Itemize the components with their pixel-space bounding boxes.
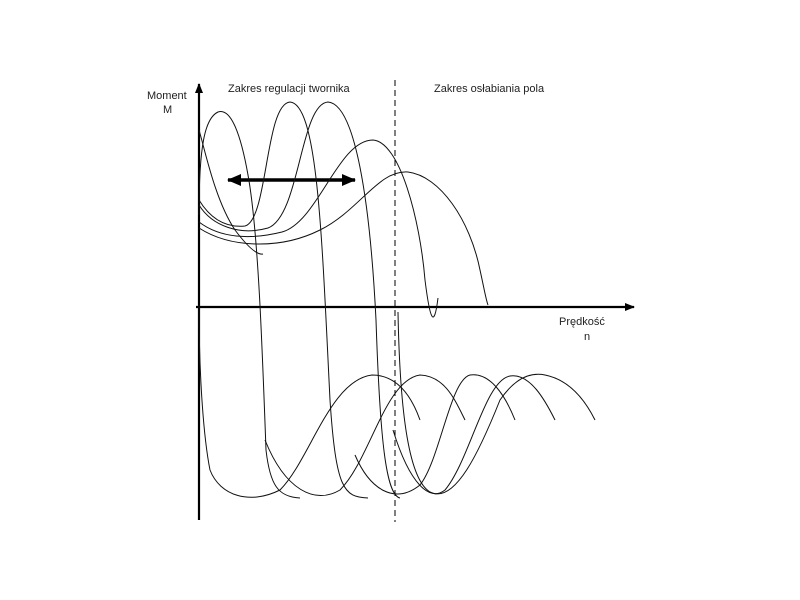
gen-curve-3	[354, 374, 516, 495]
motor-curve-4	[198, 139, 439, 318]
motoring-curves	[198, 101, 489, 499]
motor-curve-3	[198, 101, 401, 499]
field-region-label: Zakres osłabiania pola	[434, 83, 545, 95]
speed-axis-symbol: n	[584, 331, 590, 343]
motor-curve-6	[198, 129, 264, 255]
torque-axis-symbol: M	[163, 104, 172, 116]
gen-curve-2	[264, 374, 466, 496]
speed-axis-label: Prędkość	[559, 316, 605, 328]
motor-curve-2	[198, 101, 369, 499]
gen-curve-1	[198, 304, 421, 498]
torque-axis-label: Moment	[147, 90, 187, 102]
motor-curve-1	[198, 111, 301, 499]
gen-curve-5	[397, 311, 596, 495]
armature-region-label: Zakres regulacji twornika	[228, 83, 351, 95]
generating-curves	[198, 304, 596, 498]
gen-curve-4	[392, 375, 556, 495]
motor-curve-5	[198, 171, 489, 306]
